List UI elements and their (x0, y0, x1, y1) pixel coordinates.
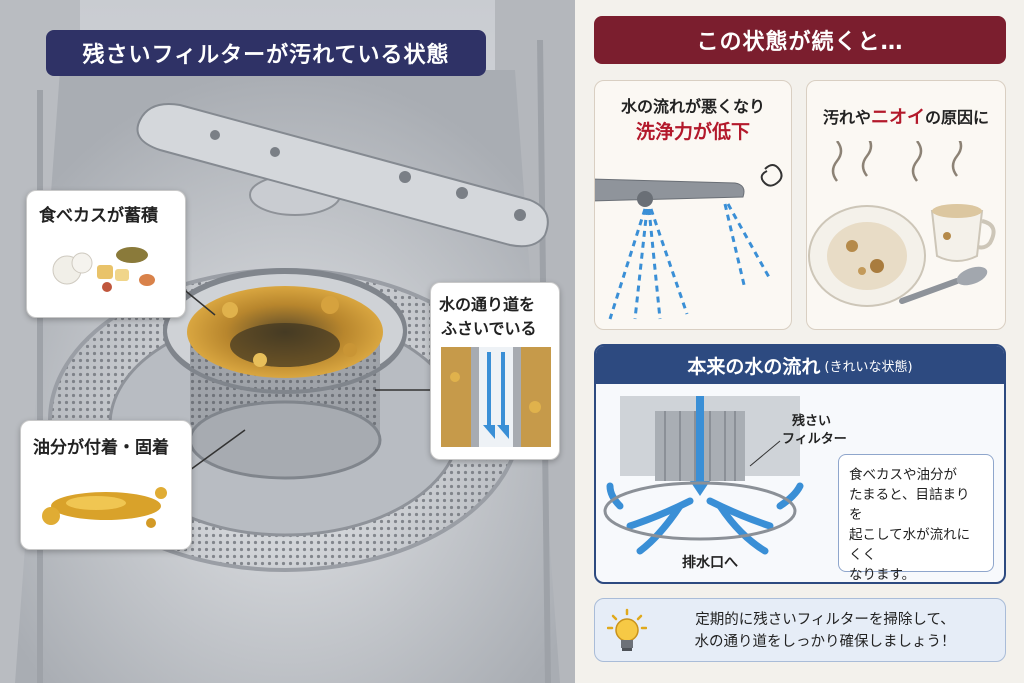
flow-filter-label-2: フィルター (782, 432, 847, 447)
tip-box: 定期的に残さいフィルターを掃除して、 水の通り道をしっかり確保しましょう！ (594, 598, 1006, 662)
tip-line-1: 定期的に残さいフィルターを掃除して、 (695, 612, 955, 628)
flow-title-note: (きれいな状態) (824, 359, 913, 375)
card1-line1: 水の流れが悪くなり (620, 97, 765, 116)
card2-part2: ニオイ (871, 107, 925, 128)
cup-icon (930, 204, 996, 262)
callout-food-label: 食べカスが蓄積 (39, 206, 158, 226)
spoon-icon (899, 266, 988, 304)
flow-note-line-3: 起こして水が流れにくく (849, 527, 971, 563)
plate-icon (808, 205, 926, 307)
filter-flow-diagram (603, 396, 804, 555)
flow-note: 食べカスや油分が たまると、目詰まりを 起こして水が流れにくく なります。 (838, 454, 994, 582)
lightbulb-icon (607, 608, 647, 651)
food-scraps-icon (52, 247, 155, 292)
consequence-header: この状態が続くと… (594, 16, 1006, 64)
flow-header: 本来の水の流れ(きれいな状態) (596, 346, 1004, 384)
clogged-channel-icon (441, 347, 551, 447)
flow-note-line-4: なります。 (849, 567, 916, 583)
normal-water-flow-box: 本来の水の流れ(きれいな状態) 残さい フィルター 排水口へ 食べカスや油分が … (594, 344, 1006, 584)
callout-oil: 油分が付着・固着 (20, 420, 192, 550)
flow-note-line-1: 食べカスや油分が (849, 467, 957, 483)
weak-spray-icon (595, 164, 783, 320)
callout-water-label-1: 水の通り道を (439, 295, 536, 314)
callout-water-label-2: ふさいでいる (441, 319, 537, 338)
card-dirt-odor: 汚れやニオイの原因に (806, 80, 1006, 330)
callout-oil-label: 油分が付着・固着 (33, 438, 169, 458)
spray-arm-icon (136, 103, 549, 248)
callout-food-debris: 食べカスが蓄積 (26, 190, 186, 318)
flow-drain-label: 排水口へ (682, 555, 738, 571)
flow-title: 本来の水の流れ (687, 355, 821, 378)
flow-note-line-2: たまると、目詰まりを (849, 487, 970, 523)
card1-line2: 洗浄力が低下 (635, 121, 750, 143)
left-title: 残さいフィルターが汚れている状態 (46, 30, 486, 76)
card2-part1: 汚れや (822, 108, 871, 127)
card2-part3: の原因に (925, 108, 990, 127)
grease-icon (42, 487, 167, 528)
filter-basket-icon (163, 268, 407, 480)
dirty-dishes-icon (808, 141, 996, 307)
tip-text: 定期的に残さいフィルターを掃除して、 水の通り道をしっかり確保しましょう！ (655, 609, 995, 653)
card2-text: 汚れやニオイの原因に (807, 103, 1005, 129)
flow-filter-label-1: 残さい (792, 414, 832, 429)
card-poor-water-flow: 水の流れが悪くなり 洗浄力が低下 (594, 80, 792, 330)
dishwasher-illustration-panel: 残さいフィルターが汚れている状態 食べカスが蓄積 水の通り道を ふさいでいる (0, 0, 575, 683)
callout-water-path: 水の通り道を ふさいでいる (430, 282, 560, 460)
tip-line-2: 水の通り道をしっかり確保しましょう！ (694, 634, 956, 650)
